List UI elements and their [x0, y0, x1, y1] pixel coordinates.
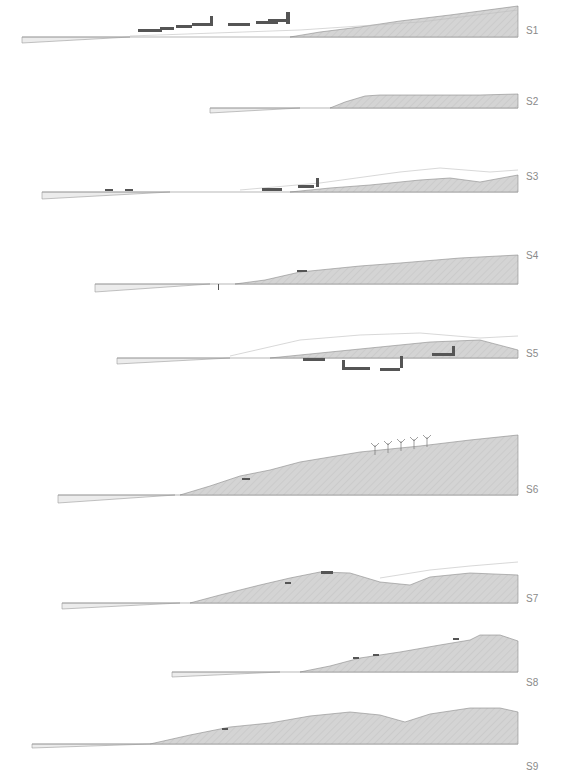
building	[345, 367, 370, 370]
outline-line	[380, 562, 518, 578]
tree-symbol	[397, 439, 405, 451]
building	[262, 188, 282, 191]
ground-profile	[235, 255, 518, 284]
ground-profile	[290, 175, 518, 192]
terrain-section	[210, 94, 518, 113]
building	[321, 571, 333, 574]
terrain-section	[22, 6, 518, 43]
building	[218, 284, 219, 290]
building	[342, 360, 345, 370]
water-body	[42, 192, 170, 199]
building	[432, 353, 452, 356]
section-label: S4	[526, 251, 538, 261]
building	[138, 29, 162, 32]
building	[353, 657, 359, 659]
water-body	[22, 37, 130, 43]
section-label: S6	[526, 485, 538, 495]
section-label: S9	[526, 762, 538, 772]
ground-profile	[300, 635, 518, 672]
outline-line	[240, 168, 518, 190]
building	[400, 356, 403, 368]
building	[380, 368, 400, 371]
ground-profile	[190, 572, 518, 603]
ground-profile	[180, 435, 518, 495]
section-label: S1	[526, 26, 538, 36]
building	[452, 346, 455, 356]
section-label: S7	[526, 594, 538, 604]
ground-profile	[270, 340, 518, 358]
building	[176, 25, 192, 28]
ground-profile	[290, 6, 518, 37]
building	[373, 654, 379, 656]
building	[222, 728, 228, 730]
outline-line	[230, 333, 518, 356]
building	[192, 23, 210, 26]
tree-symbol	[423, 435, 431, 447]
tree-symbol	[384, 441, 392, 453]
building	[297, 270, 307, 272]
ground-profile	[150, 708, 518, 744]
building	[228, 23, 250, 26]
building	[303, 358, 325, 361]
building	[298, 185, 314, 188]
building	[286, 12, 290, 24]
building	[105, 189, 113, 191]
terrain-section	[32, 708, 518, 748]
section-label: S8	[526, 678, 538, 688]
building	[285, 582, 291, 584]
water-body	[62, 603, 180, 609]
terrain-section	[58, 435, 518, 503]
tree-symbol	[410, 437, 418, 449]
water-body	[210, 108, 300, 113]
water-body	[58, 495, 175, 503]
water-body	[32, 744, 150, 748]
building	[160, 27, 174, 30]
water-body	[95, 284, 210, 292]
building	[453, 638, 459, 640]
tree-symbol	[371, 443, 379, 455]
terrain-section	[62, 562, 518, 609]
water-body	[172, 672, 280, 677]
terrain-section	[42, 168, 518, 199]
terrain-section	[117, 333, 518, 371]
ground-profile	[330, 94, 518, 108]
terrain-section	[172, 635, 518, 677]
water-body	[117, 358, 230, 364]
building	[125, 189, 133, 191]
building	[210, 16, 213, 26]
section-label: S5	[526, 349, 538, 359]
outline-line	[130, 10, 518, 36]
terrain-section	[95, 255, 518, 292]
building	[316, 178, 319, 187]
building	[242, 478, 250, 480]
building	[268, 19, 288, 22]
section-label: S2	[526, 97, 538, 107]
section-label: S3	[526, 172, 538, 182]
